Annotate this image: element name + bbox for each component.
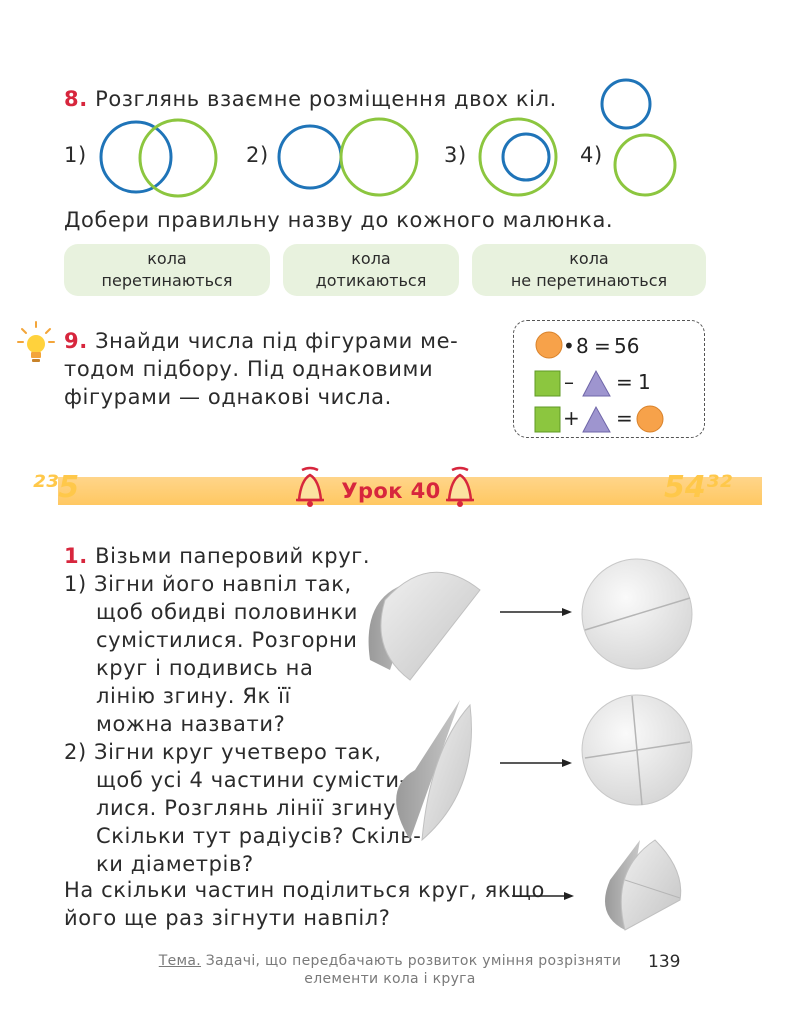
purple-triangle-shape: [582, 369, 611, 397]
option-intersecting-line1: кола: [147, 249, 187, 268]
eighth-folded-circle: [605, 839, 682, 931]
part1-line-1: 1) Зігни його навпіл так,: [64, 572, 352, 596]
task8-prompt: Розглянь взаємне розміщення двох кіл.: [95, 87, 557, 111]
option-touching-line1: кола: [351, 249, 391, 268]
option-intersecting: кола перетинаються: [64, 244, 270, 296]
task1-number: 1.: [64, 544, 88, 568]
task1-intro-text: Візьми паперовий круг.: [95, 544, 371, 568]
part1-line-5: лінію згину. Як її: [96, 684, 291, 708]
task9-number: 9.: [64, 329, 88, 353]
option-not-intersecting-line1: кола: [569, 249, 609, 268]
part2-line-5: ки діаметрів?: [96, 852, 254, 876]
arrow-head-icon: [564, 892, 574, 900]
green-square-shape: [534, 406, 561, 433]
task8-label-4: 4): [580, 143, 603, 167]
circles-illustration: [99, 78, 677, 198]
task8-label-1: 1): [64, 143, 87, 167]
option-not-intersecting-line2: не перетинаються: [510, 271, 668, 290]
footer-topic-line1: Тема. Задачі, що передбачають розвиток у…: [120, 952, 660, 970]
circles-nested: [478, 117, 558, 197]
task8-label-3: 3): [444, 143, 467, 167]
bell-icon: [296, 466, 324, 507]
footer-topic-text: Задачі, що передбачають розвиток уміння …: [205, 953, 622, 969]
eq1-equals: =: [594, 334, 611, 358]
option-touching-line2: дотикаються: [315, 271, 427, 290]
shape-puzzle-box: [513, 320, 705, 438]
eq2-result: 1: [638, 370, 651, 394]
quarter-folded-circle: [396, 700, 472, 842]
arrow-head-icon: [562, 608, 572, 616]
folding-illustrations: [368, 558, 693, 931]
orange-circle-shape: [535, 331, 563, 359]
task9-line3: фігурами — однакові числа.: [64, 385, 392, 409]
banner-digits-right: 54³²: [664, 470, 733, 505]
option-intersecting-line2: перетинаються: [101, 271, 233, 290]
eq1-result: 56: [614, 334, 640, 358]
eq1-factor: 8: [576, 334, 589, 358]
orange-circle-shape: [636, 405, 664, 433]
question-line-2: його ще раз зігнути навпіл?: [64, 906, 391, 930]
unfolded-circle-one-line: [581, 558, 693, 670]
task8-heading: 8. Розглянь взаємне розміщення двох кіл.: [64, 86, 557, 113]
bell-icon: [446, 466, 474, 507]
lightbulb-icon: [17, 321, 55, 362]
part1-line-3: сумістилися. Розгорни: [96, 628, 358, 652]
circles-touching: [277, 117, 419, 197]
part1-line-2: щоб обидві половинки: [96, 600, 359, 624]
page-number: 139: [648, 952, 681, 972]
part2-line-4: Скільки тут радіусів? Скіль-: [96, 824, 422, 848]
option-touching: кола дотикаються: [283, 244, 459, 296]
circles-intersecting: [99, 118, 218, 198]
puzzle-shapes: [534, 331, 664, 433]
part2-line-2: щоб усі 4 частини сумісти-: [96, 768, 408, 792]
purple-triangle-shape: [582, 405, 611, 433]
eq3-plus: +: [563, 406, 580, 430]
eq3-equals: =: [616, 406, 633, 430]
footer-topic-line2: елементи кола і круга: [304, 971, 476, 987]
task9-line1: 9. Знайди числа під фігурами ме-: [64, 328, 458, 355]
half-folded-circle: [368, 571, 481, 681]
task9-text-1: Знайди числа під фігурами ме-: [95, 329, 459, 353]
circles-separate: [600, 78, 677, 197]
footer-topic-label: Тема.: [158, 953, 202, 969]
arrow-head-icon: [562, 759, 572, 767]
lesson-banner: [58, 477, 762, 505]
eq2-minus: –: [564, 370, 574, 394]
task8-instruction: Добери правильну назву до кожного малюнк…: [64, 208, 614, 232]
part1-line-6: можна назвати?: [96, 712, 286, 736]
question-line-1: На скільки частин поділиться круг, якщо: [64, 878, 545, 902]
eq1-mult: •: [563, 334, 575, 358]
task9-line2: тодом підбору. Під однаковими: [64, 357, 434, 381]
part1-line-4: круг і подивись на: [96, 656, 314, 680]
part2-line-3: лися. Розглянь лінії згину.: [96, 796, 404, 820]
lesson-title: Урок 40: [341, 479, 441, 503]
eq2-equals: =: [616, 370, 633, 394]
task8-label-2: 2): [246, 143, 269, 167]
option-not-intersecting: кола не перетинаються: [472, 244, 706, 296]
task1-intro: 1. Візьми паперовий круг.: [64, 543, 370, 570]
green-square-shape: [534, 370, 561, 397]
unfolded-circle-two-lines: [581, 694, 693, 806]
banner-digits-left: ²³5: [32, 470, 80, 505]
part2-line-1: 2) Зігни круг учетверо так,: [64, 740, 382, 764]
task8-number: 8.: [64, 87, 88, 111]
